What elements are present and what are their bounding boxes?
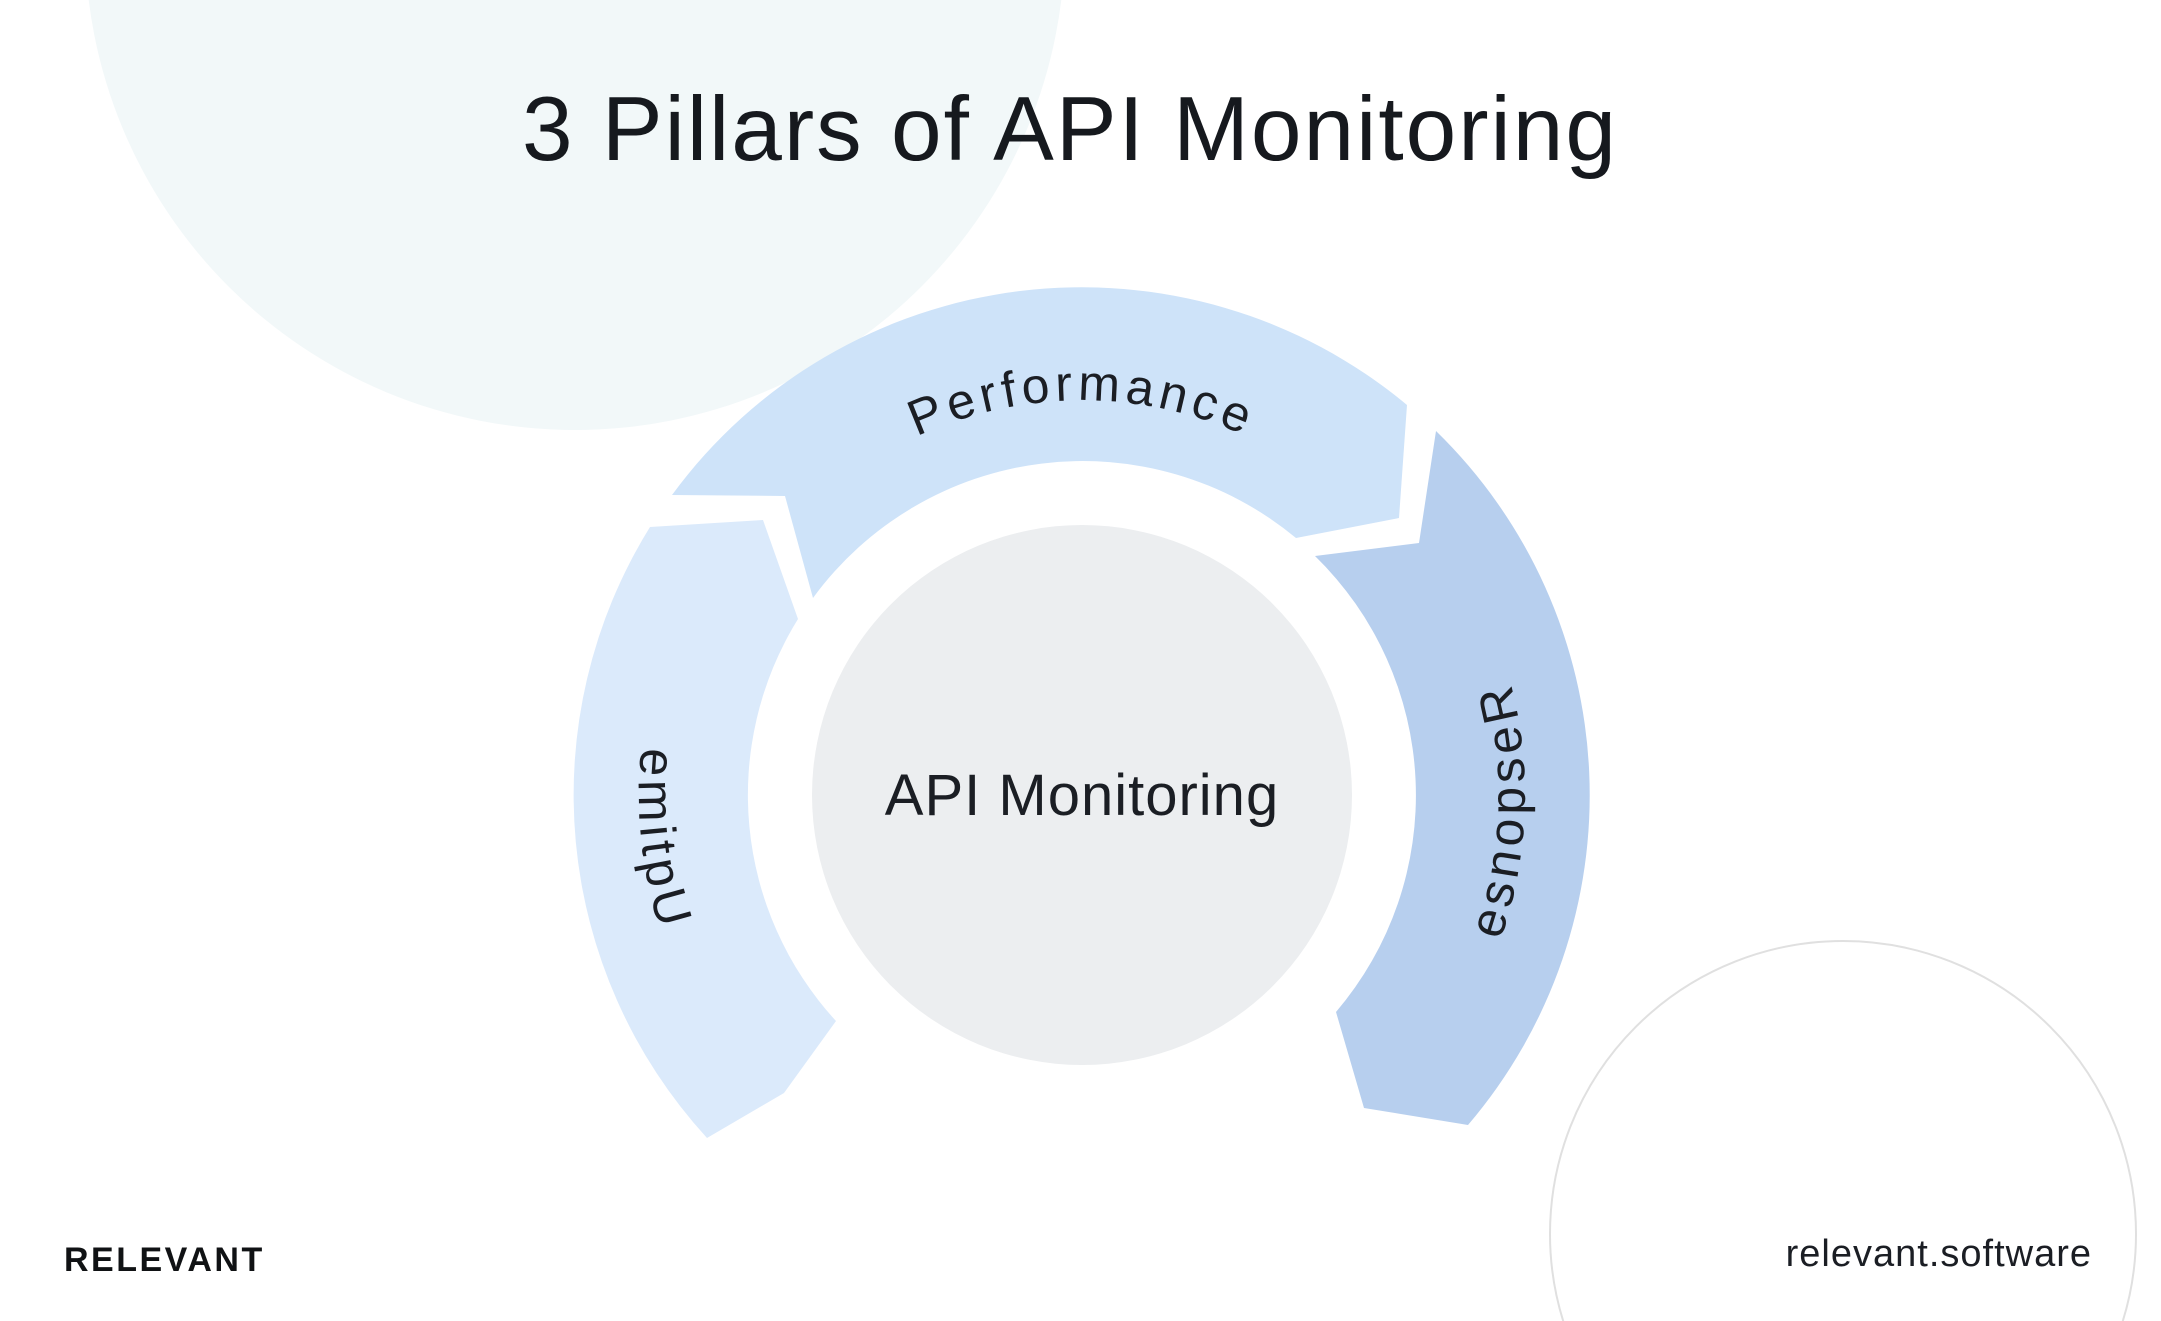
brand-logo: RELEVANT — [64, 1241, 265, 1279]
background-circle-topleft — [88, 0, 1062, 430]
center-label: API Monitoring — [885, 763, 1279, 828]
uptime-arc-segment — [573, 520, 836, 1138]
response-arc-segment — [1315, 431, 1590, 1125]
performance-arc-segment — [672, 287, 1407, 598]
page-title: 3 Pillars of API Monitoring — [522, 79, 1618, 180]
website-link: relevant.software — [1786, 1233, 2092, 1275]
center-circle — [812, 525, 1352, 1065]
outline-circle-bottomright — [1549, 940, 2137, 1321]
